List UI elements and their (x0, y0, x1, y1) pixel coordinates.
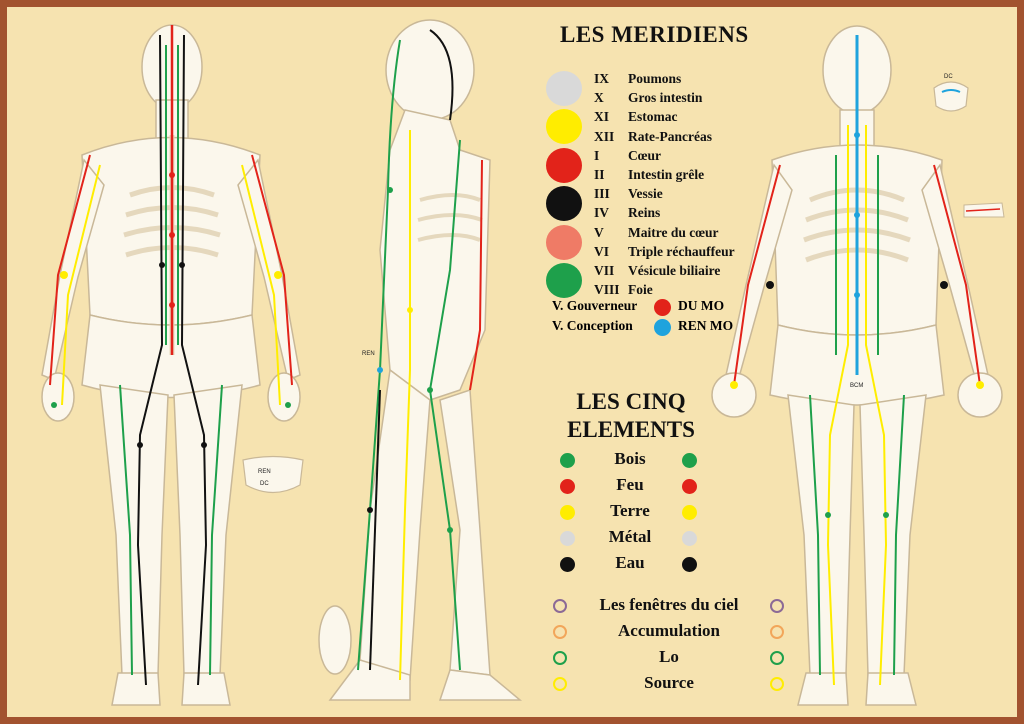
meridian-lines (733, 35, 981, 686)
meridian-row: VIII Foie (594, 282, 774, 300)
point-type-name: Les fenêtres du ciel (599, 595, 739, 614)
element-name: Terre (610, 501, 650, 520)
meridian-name: Reins (628, 205, 661, 221)
meridian-row: VII Vésicule biliaire (594, 263, 774, 281)
acupoints (51, 172, 291, 448)
meridian-color-swatch (546, 224, 582, 260)
meridian-color-swatch (546, 186, 582, 222)
point-type-name: Source (644, 673, 694, 692)
point-type-ring-left (553, 651, 567, 665)
element-dot-left (560, 557, 575, 572)
meridian-name: Poumons (628, 71, 682, 86)
ren-inset-label: REN (258, 469, 271, 475)
meridian-number: XI (594, 109, 610, 125)
element-dot-right (682, 479, 697, 494)
meridian-name: Maitre du cœur (628, 224, 719, 240)
point-type-ring-right (770, 625, 784, 639)
meridian-name: Gros intestin (628, 90, 703, 106)
meridian-number: III (594, 186, 610, 202)
meridian-number: I (594, 147, 600, 163)
meridian-row: IX Poumons (594, 71, 774, 89)
meridian-name: Triple réchauffeur (628, 243, 735, 259)
meridian-name: Rate-Pancréas (628, 128, 712, 144)
element-dot-right (682, 557, 697, 572)
point-type-ring-left (553, 677, 567, 691)
point-type-ring-right (770, 677, 784, 691)
point-type-name: Accumulation (618, 621, 720, 640)
meridian-name: Vessie (628, 186, 663, 202)
meridian-row: X Gros intestin (594, 90, 774, 108)
vessel-gouverneur-code: DU MO (678, 298, 725, 313)
meridian-lines (49, 25, 293, 686)
meridian-row: XI Estomac (594, 109, 774, 127)
meridian-color-swatch (546, 109, 582, 145)
meridian-name: Vésicule biliaire (628, 263, 721, 278)
point-type-ring-right (770, 651, 784, 665)
meridian-number: VIII (594, 282, 620, 298)
element-dot-right (682, 531, 697, 546)
meridian-row: II Intestin grêle (594, 167, 774, 185)
element-dot-left (560, 531, 575, 546)
meridian-row: I Cœur (594, 148, 774, 166)
body-figure-side: REN (318, 19, 523, 701)
elements-title-line2: ELEMENTS (567, 417, 695, 442)
dc-inset-label: DC (260, 481, 269, 487)
elements-title-line1: LES CINQ (576, 389, 686, 414)
meridian-number: VII (594, 263, 615, 278)
body-figure-front: BCM (711, 25, 1003, 706)
element-name: Feu (616, 475, 644, 494)
meridian-name: Foie (628, 282, 653, 298)
body-outline (318, 19, 523, 701)
ear-inset (963, 202, 1005, 218)
element-dot-left (560, 479, 575, 494)
vessel-gouverneur-label: V. Gouverneur (552, 298, 638, 313)
meridian-number: VI (594, 243, 610, 259)
ren-dc-inset: REN DC (242, 455, 304, 494)
meridian-row: V Maitre du cœur (594, 225, 774, 243)
meridian-number: IX (594, 71, 610, 86)
bcm-label: BCM (850, 383, 863, 389)
point-type-ring-right (770, 599, 784, 613)
element-dot-left (560, 505, 575, 520)
meridians-title: LES MERIDIENS (560, 22, 749, 47)
acupoints (730, 132, 984, 518)
meridian-row: VI Triple réchauffeur (594, 244, 774, 262)
elements-title: LES CINQ ELEMENTS (566, 388, 696, 444)
meridian-number: XII (594, 128, 615, 144)
meridian-number: V (594, 224, 604, 240)
meridian-name: Cœur (628, 147, 661, 163)
acupoints (367, 187, 453, 533)
element-dot-right (682, 453, 697, 468)
point-type-ring-left (553, 599, 567, 613)
element-name: Bois (614, 449, 646, 468)
meridian-number: IV (594, 205, 610, 221)
element-dot-left (560, 453, 575, 468)
dc-head-inset: DC (933, 74, 969, 112)
meridian-number: X (594, 90, 604, 106)
dc-head-label: DC (944, 74, 953, 80)
vessel-conception-label: V. Conception (552, 318, 633, 333)
meridian-row: III Vessie (594, 186, 774, 204)
meridian-row: IV Reins (594, 205, 774, 223)
element-name: Métal (608, 527, 652, 546)
meridian-number: II (594, 167, 605, 182)
element-dot-right (682, 505, 697, 520)
body-figure-back (41, 24, 301, 706)
vessel-conception-code: REN MO (678, 318, 734, 333)
meridian-name: Intestin grêle (628, 167, 705, 182)
meridian-color-swatch (546, 263, 582, 298)
element-name: Eau (615, 553, 645, 572)
vessel-conception-dot (654, 319, 671, 336)
meridian-color-swatch (546, 71, 582, 106)
point-type-ring-left (553, 625, 567, 639)
point-type-name: Lo (659, 647, 679, 666)
meridian-name: Estomac (628, 109, 678, 125)
vessel-gouverneur-dot (654, 299, 671, 316)
meridian-row: XII Rate-Pancréas (594, 129, 774, 147)
ren-side-label: REN (362, 351, 375, 357)
meridian-color-swatch (546, 147, 582, 183)
